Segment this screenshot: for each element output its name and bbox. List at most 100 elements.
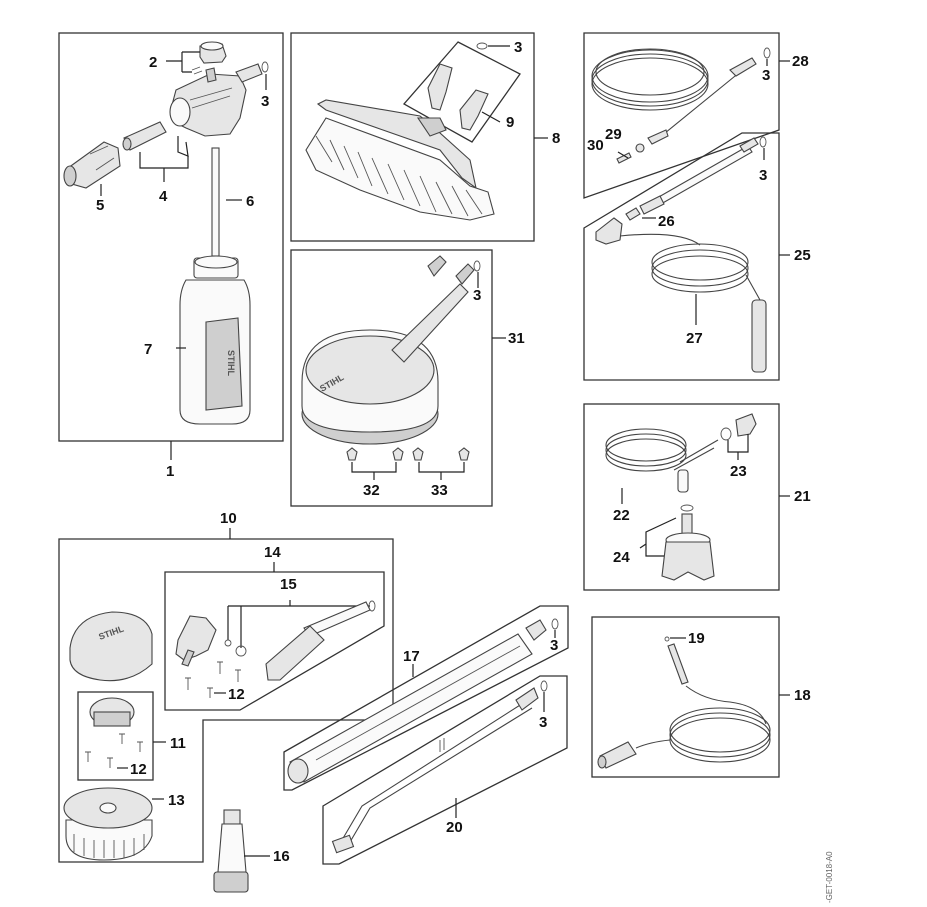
foam-body-part	[169, 63, 263, 137]
label-31: 31	[508, 330, 525, 347]
label-28: 28	[792, 53, 809, 70]
label-3: 3	[514, 39, 522, 56]
label-3: 3	[261, 93, 269, 110]
label-27: 27	[686, 330, 703, 347]
nut-part	[635, 143, 645, 153]
label-20: 20	[446, 819, 463, 836]
label-4: 4	[159, 188, 168, 205]
group-28-hose: 3 28 29 30	[583, 32, 809, 199]
clip-part	[191, 66, 203, 75]
label-16: 16	[273, 848, 290, 865]
label-5: 5	[96, 197, 104, 214]
group-10-rotating-brush: 10 14 15 12 STIHL	[58, 510, 394, 893]
label-26: 26	[658, 213, 675, 230]
brush-head-part	[63, 787, 153, 861]
handle-part	[265, 600, 376, 681]
drawing-code: -GET-0018-A0	[825, 851, 834, 903]
tube-part	[211, 147, 220, 257]
label-25: 25	[794, 247, 811, 264]
label-3: 3	[762, 67, 770, 84]
group-31-frame	[290, 249, 493, 507]
label-19: 19	[688, 630, 705, 647]
joint-part	[175, 615, 217, 667]
connector-part	[720, 413, 757, 441]
group-18-hp-hose: 19 18	[591, 616, 811, 778]
label-18: 18	[794, 687, 811, 704]
adapter-part	[427, 63, 489, 131]
suction-hose-part	[605, 428, 719, 493]
label-13: 13	[168, 792, 185, 809]
label-6: 6	[246, 193, 254, 210]
bottle-brand-text: STIHL	[226, 350, 236, 377]
group-31-surface-cleaner: STIHL 3 31 32 33	[290, 249, 525, 507]
o-ring-part	[476, 42, 488, 50]
group-9-frame	[402, 41, 521, 143]
label-7: 7	[144, 341, 152, 358]
screws-part	[346, 447, 470, 461]
filter-part	[661, 504, 715, 581]
label-12: 12	[130, 761, 147, 778]
drain-hose-part	[595, 217, 767, 373]
label-2: 2	[149, 54, 157, 71]
group-11-frame	[77, 691, 154, 781]
group-18-frame	[591, 616, 780, 778]
angled-lance-part	[331, 687, 539, 854]
o-ring-part	[224, 639, 232, 647]
hp-hose-part	[597, 643, 771, 769]
label-23: 23	[730, 463, 747, 480]
label-3: 3	[759, 167, 767, 184]
lance-tube-part	[287, 619, 547, 784]
label-10: 10	[220, 510, 237, 527]
surface-cleaner-part: STIHL	[301, 255, 475, 445]
adapter-part	[625, 207, 641, 221]
label-15: 15	[280, 576, 297, 593]
o-ring-part	[235, 645, 247, 657]
label-22: 22	[613, 507, 630, 524]
group-8-brush: 3 9 8	[290, 32, 560, 242]
group-17-lance: 3 17	[283, 605, 569, 791]
group-20-angled-lance: 3 20	[322, 675, 568, 865]
drive-part	[89, 697, 135, 727]
label-14: 14	[264, 544, 281, 561]
group-21-suction: 23 21 22 24	[583, 403, 811, 591]
label-21: 21	[794, 488, 811, 505]
group-25-frame	[583, 132, 780, 381]
o-ring-part	[540, 680, 548, 692]
label-30: 30	[587, 137, 604, 154]
group-1-foam-kit: STIHL 2 3 4 5 6 7 1	[58, 32, 284, 480]
group-14-frame	[164, 571, 385, 711]
spring-part	[616, 152, 632, 164]
label-3: 3	[550, 637, 558, 654]
group-10-frame	[58, 538, 394, 863]
label-11: 11	[170, 735, 186, 752]
cap-part	[199, 41, 227, 64]
o-ring-part	[261, 61, 269, 73]
o-ring-part	[551, 618, 559, 630]
brush-part	[305, 99, 495, 221]
adapter-part	[213, 809, 249, 893]
group-17-frame	[283, 605, 569, 791]
label-8: 8	[552, 130, 560, 147]
group-25-kit: 3 26 25 27	[583, 132, 811, 381]
label-9: 9	[506, 114, 514, 131]
hood-part: STIHL	[69, 611, 153, 682]
hose-coil-part	[591, 48, 757, 145]
pin-part	[177, 136, 189, 157]
o-ring-part	[473, 260, 481, 272]
group-21-frame	[583, 403, 780, 591]
label-29: 29	[605, 126, 622, 143]
label-32: 32	[363, 482, 380, 499]
screws-part	[185, 661, 241, 698]
label-33: 33	[431, 482, 448, 499]
o-ring-part	[759, 136, 767, 148]
o-ring-part	[763, 47, 771, 59]
label-24: 24	[613, 549, 630, 566]
insert-part	[122, 121, 167, 151]
label-3: 3	[473, 287, 481, 304]
bottle-part: STIHL	[179, 255, 251, 425]
lance-part	[639, 137, 759, 215]
nozzle-part	[63, 141, 121, 189]
label-3: 3	[539, 714, 547, 731]
group-28-frame	[583, 32, 780, 199]
